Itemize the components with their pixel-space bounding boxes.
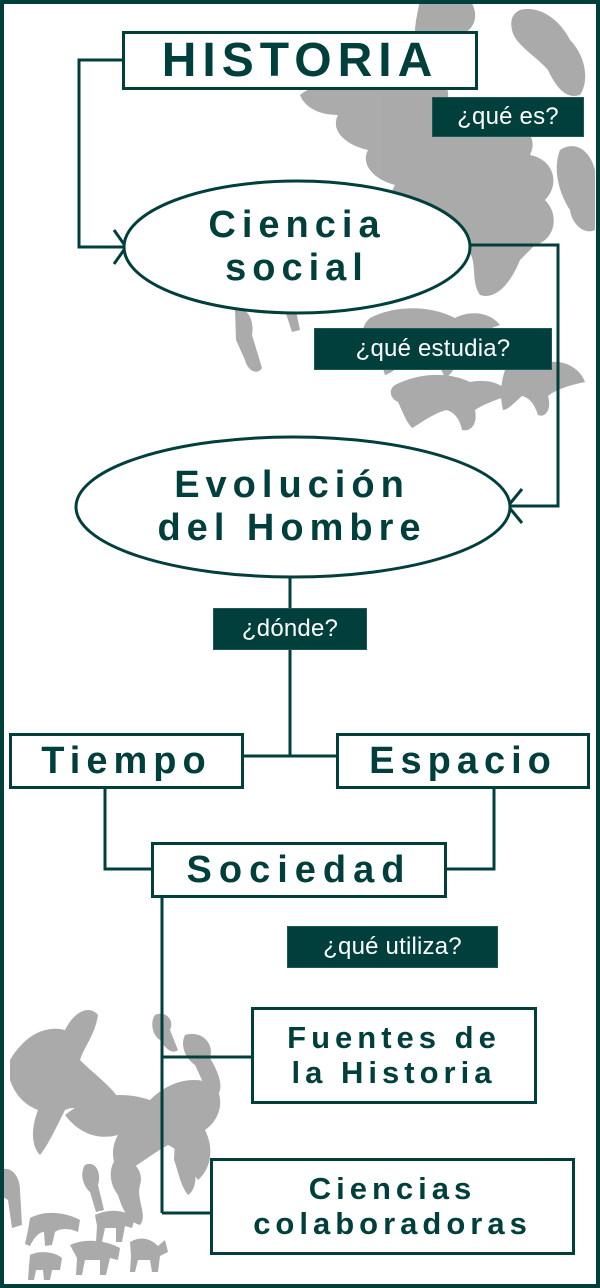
node-historia: HISTORIA: [122, 31, 478, 90]
node-ciencias-colaboradoras: Ciencias colaboradoras: [210, 1158, 575, 1255]
node-fuentes-historia: Fuentes de la Historia: [251, 1007, 537, 1104]
question-que-utiliza: ¿qué utiliza?: [287, 926, 498, 968]
node-sociedad: Sociedad: [151, 842, 447, 898]
node-evolucion-hombre: Evolución del Hombre: [157, 464, 427, 549]
node-espacio: Espacio: [336, 733, 590, 789]
node-ciencia-social: Ciencia social: [208, 204, 386, 289]
edge-historia-ciencia: [77, 58, 124, 249]
question-que-estudia: ¿qué estudia?: [314, 328, 552, 370]
node-historia-label: HISTORIA: [161, 33, 439, 87]
question-donde: ¿dónde?: [213, 608, 367, 650]
ellipse-ciencia-social: [122, 179, 472, 315]
ellipse-evolucion: [74, 435, 512, 579]
question-que-es: ¿qué es?: [432, 97, 584, 137]
node-tiempo: Tiempo: [9, 733, 244, 789]
edge-ciencia-evolucion: [470, 243, 560, 508]
